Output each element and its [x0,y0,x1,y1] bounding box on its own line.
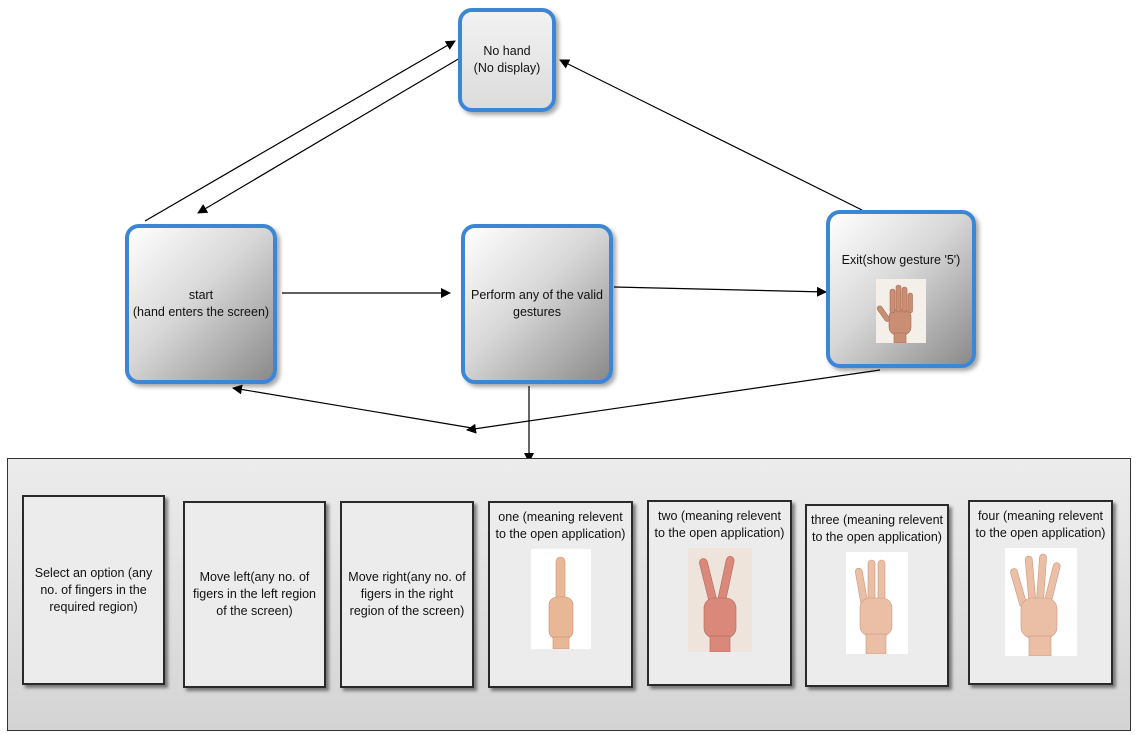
node-no-hand-line1: No hand [483,44,531,58]
two-finger-hand-icon [687,548,752,652]
gesture-card-two-text: two (meaning relevent to the open applic… [654,509,785,540]
three-finger-hand-icon [846,552,908,654]
gesture-card-three-text: three (meaning relevent to the open appl… [810,513,944,544]
node-no-hand: No hand (No display) [458,8,556,112]
node-perform-line1: Perform any of the valid [470,288,603,302]
one-finger-hand-icon [530,549,591,649]
gesture-card-move-right-text: Move right(any no. of figers in the righ… [348,570,466,618]
gesture-card-four: four (meaning relevent to the open appli… [968,500,1113,685]
gesture-card-move-left-text: Move left(any no. of figers in the left … [193,570,316,618]
arrow-exit-to-junction [466,369,881,434]
gesture-card-select: Select an option (any no. of fingers in … [22,495,165,685]
gesture-card-select-text: Select an option (any no. of fingers in … [34,565,153,614]
gesture-card-move-right: Move right(any no. of figers in the righ… [340,501,474,688]
node-start: start (hand enters the screen) [125,224,277,384]
gesture-card-one-text: one (meaning relevent to the open applic… [495,510,626,541]
node-start-line2: (hand enters the screen) [132,305,270,319]
node-start-line1: start [188,288,214,302]
open-hand-icon [876,279,926,343]
gesture-card-move-left: Move left(any no. of figers in the left … [183,501,326,688]
node-exit: Exit(show gesture '5') [826,210,976,368]
gesture-card-one: one (meaning relevent to the open applic… [488,501,633,688]
node-no-hand-line2: (No display) [473,61,541,75]
node-perform-gestures: Perform any of the valid gestures [461,224,613,384]
gesture-card-two: two (meaning relevent to the open applic… [647,500,792,686]
node-perform-line2: gestures [513,305,561,319]
four-finger-hand-icon [1004,548,1077,656]
arrow-start-to-nohand [144,40,456,222]
gesture-card-three: three (meaning relevent to the open appl… [805,504,949,687]
arrow-exit-to-nohand [559,59,863,211]
arrow-nohand-to-start [197,57,461,214]
gesture-card-four-text: four (meaning relevent to the open appli… [975,509,1106,540]
arrow-junction-to-start [232,384,473,429]
arrow-perform-to-exit [613,286,827,297]
node-exit-label: Exit(show gesture '5') [841,253,961,267]
